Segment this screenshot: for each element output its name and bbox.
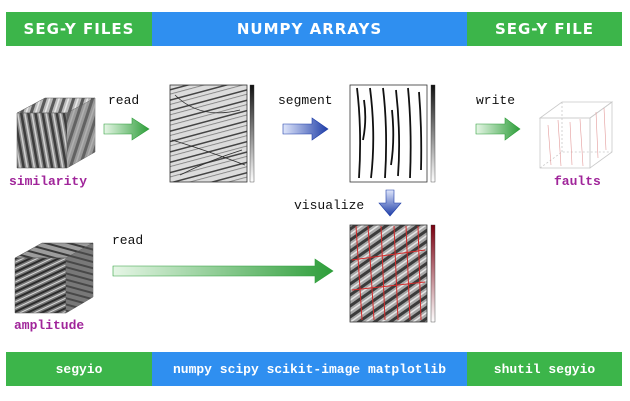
amplitude-label: amplitude	[14, 318, 85, 333]
visualize-arrow	[378, 189, 402, 217]
header-numpy-arrays-label: NUMPY ARRAYS	[236, 20, 383, 38]
write-arrow	[475, 117, 521, 141]
header-seg-y-file-label: SEG-Y FILE	[494, 20, 595, 38]
similarity-slice-image	[169, 84, 255, 183]
header-numpy-arrays: NUMPY ARRAYS	[152, 12, 467, 46]
footer-output-libraries: shutil segyio	[467, 352, 622, 386]
similarity-label: similarity	[9, 174, 88, 189]
segment-label: segment	[278, 93, 333, 108]
write-label: write	[476, 93, 516, 108]
faults-cube	[538, 101, 614, 169]
segment-arrow	[282, 117, 329, 141]
visualize-label: visualize	[294, 198, 365, 213]
faults-label: faults	[554, 174, 601, 189]
read-label-bottom: read	[112, 233, 144, 248]
header-seg-y-files-label: SEG-Y FILES	[23, 20, 135, 38]
visualization-image	[349, 224, 436, 323]
footer-processing-libraries-label: numpy scipy scikit-image matplotlib	[172, 361, 447, 377]
segmented-faults-image	[349, 84, 436, 183]
amplitude-cube	[14, 242, 94, 314]
read-arrow-top	[103, 117, 150, 141]
footer-input-libraries: segyio	[6, 352, 152, 386]
read-arrow-bottom	[112, 258, 334, 284]
footer-processing-libraries: numpy scipy scikit-image matplotlib	[152, 352, 467, 386]
header-seg-y-file: SEG-Y FILE	[467, 12, 622, 46]
read-label-top: read	[108, 93, 140, 108]
header-seg-y-files: SEG-Y FILES	[6, 12, 152, 46]
footer-input-libraries-label: segyio	[55, 361, 103, 377]
similarity-cube	[16, 97, 96, 169]
footer-output-libraries-label: shutil segyio	[493, 361, 596, 377]
